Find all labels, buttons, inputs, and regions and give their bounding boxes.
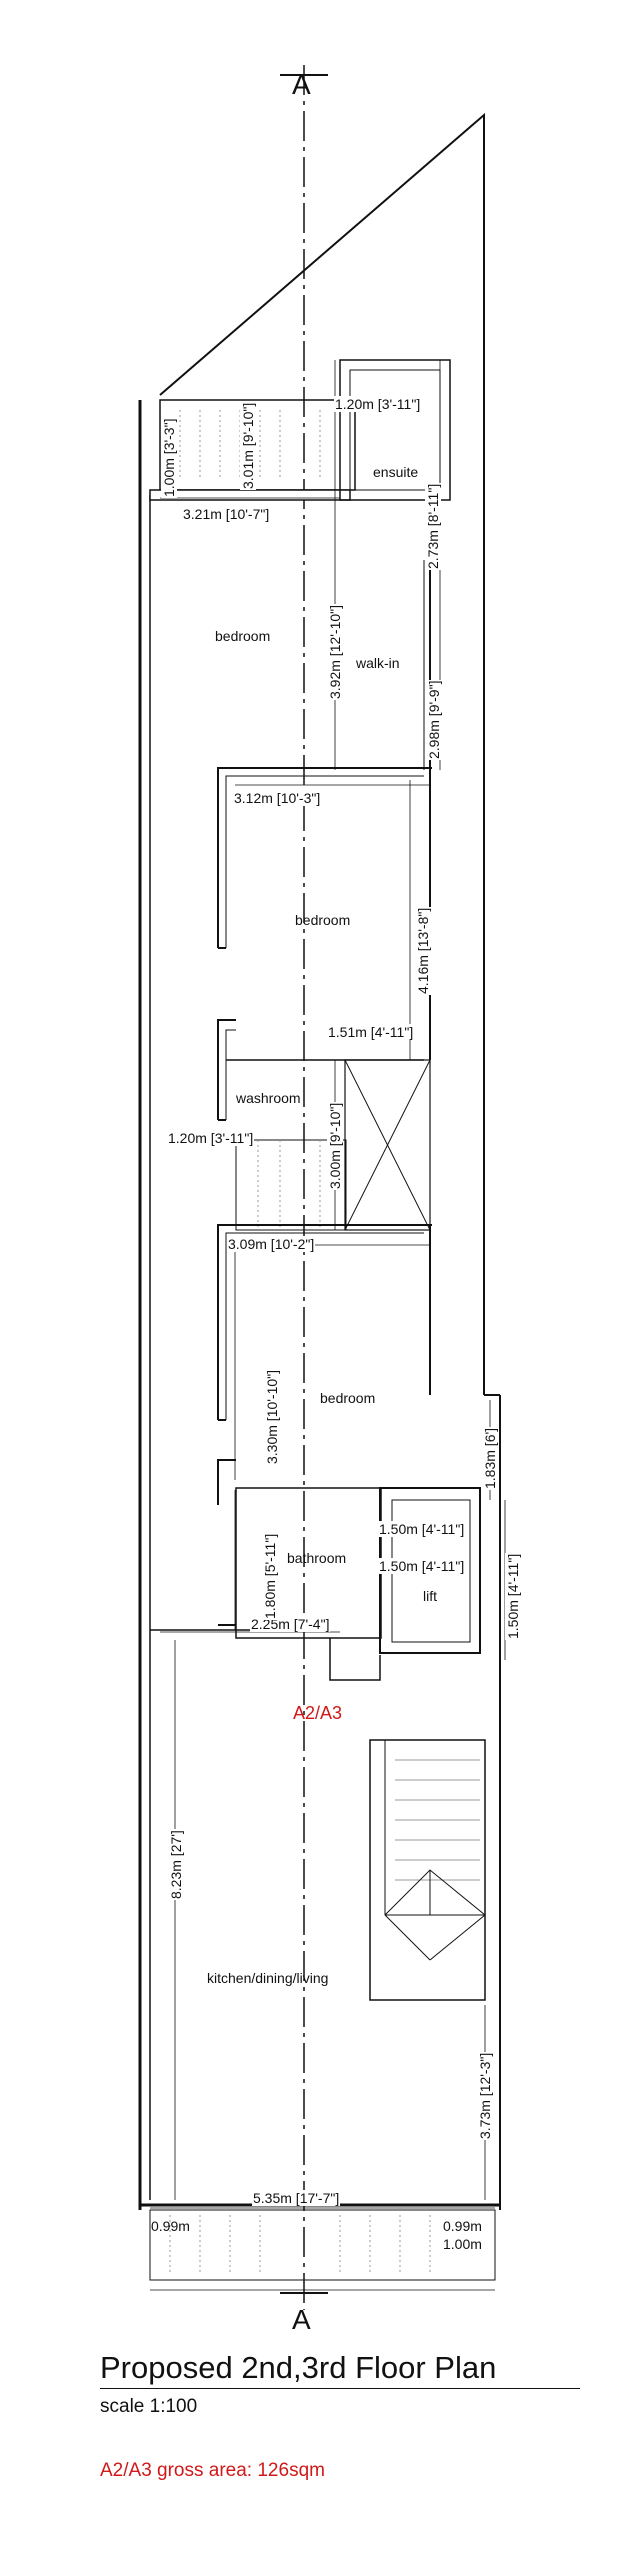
dim-bedroom1-width: 3.21m [10'-7"] <box>182 506 271 522</box>
room-label-lift: lift <box>423 1588 437 1604</box>
room-label-ensuite: ensuite <box>373 464 419 480</box>
dim-bathroom-width-2: 1.50m [4'-11"] <box>378 1558 466 1574</box>
title-underline <box>100 2388 580 2389</box>
dim-balcony-left: 0.99m <box>151 2218 190 2234</box>
section-marker-bottom: A <box>292 2304 311 2335</box>
dim-bedroom1-depth: 3.92m [12'-10"] <box>327 603 343 700</box>
room-label-bedroom-3: bedroom <box>320 1390 376 1406</box>
section-marker-top: A <box>292 69 311 100</box>
shaft <box>344 1059 431 1231</box>
plan-title: Proposed 2nd,3rd Floor Plan <box>100 2350 497 2385</box>
dim-bedroom3-width: 3.09m [10'-2"] <box>227 1236 316 1252</box>
plan-scale: scale 1:100 <box>100 2396 198 2417</box>
dim-corridor-width-2: 2.25m [7'-4"] <box>250 1616 331 1632</box>
gross-area: A2/A3 gross area: 126sqm <box>100 2460 325 2481</box>
room-label-bathroom: bathroom <box>287 1550 347 1566</box>
room-label-kitchen: kitchen/dining/living <box>207 1970 329 1986</box>
dim-bathroom-depth: 1.80m [5'-11"] <box>262 1532 278 1620</box>
room-label-washroom: washroom <box>236 1090 301 1106</box>
dim-bedroom2-depth: 4.16m [13'-8"] <box>415 906 431 995</box>
dim-step-depth: 1.83m [6'] <box>482 1426 498 1490</box>
dim-walkin-depth: 2.98m [9'-9"] <box>426 679 442 760</box>
dim-washroom-width: 1.51m [4'-11"] <box>327 1024 415 1040</box>
dim-balcony-right: 0.99m <box>443 2218 482 2234</box>
dim-bathroom-width-1: 1.50m [4'-11"] <box>378 1521 466 1537</box>
top-balcony <box>159 399 356 491</box>
dim-corridor-width: 1.20m [3'-11"] <box>167 1130 255 1146</box>
dim-shaft-depth: 3.00m [9'-10"] <box>327 1101 343 1190</box>
main-stair <box>369 1739 486 2001</box>
dim-balcony-depth: 1.00m <box>443 2236 482 2252</box>
room-label-bedroom-1: bedroom <box>215 628 271 644</box>
dim-balcony-height: 3.01m [9'-10"] <box>240 401 256 490</box>
room-label-walk-in: walk-in <box>356 655 400 671</box>
room-label-bedroom-2: bedroom <box>295 912 351 928</box>
dim-living-width: 5.35m [17'-7"] <box>252 2190 341 2206</box>
dim-bedroom3-depth: 3.30m [10'-10"] <box>264 1368 280 1465</box>
dim-top-balcony-depth: 1.00m [3'-3"] <box>161 417 177 498</box>
dim-lift-depth: 1.50m [4'-11"] <box>505 1552 521 1640</box>
dim-bedroom2-width: 3.12m [10'-3"] <box>233 790 322 806</box>
dim-living-depth: 8.23m [27'] <box>168 1829 184 1900</box>
angled-facade <box>159 112 485 396</box>
bottom-balcony <box>149 2209 496 2281</box>
dim-ensuite-depth: 2.73m [8'-11"] <box>425 482 441 570</box>
dim-ensuite-width: 1.20m [3'-11"] <box>334 396 422 412</box>
dim-stair-depth: 3.73m [12'-3"] <box>477 2051 493 2140</box>
unit-tag: A2/A3 <box>293 1703 343 1723</box>
